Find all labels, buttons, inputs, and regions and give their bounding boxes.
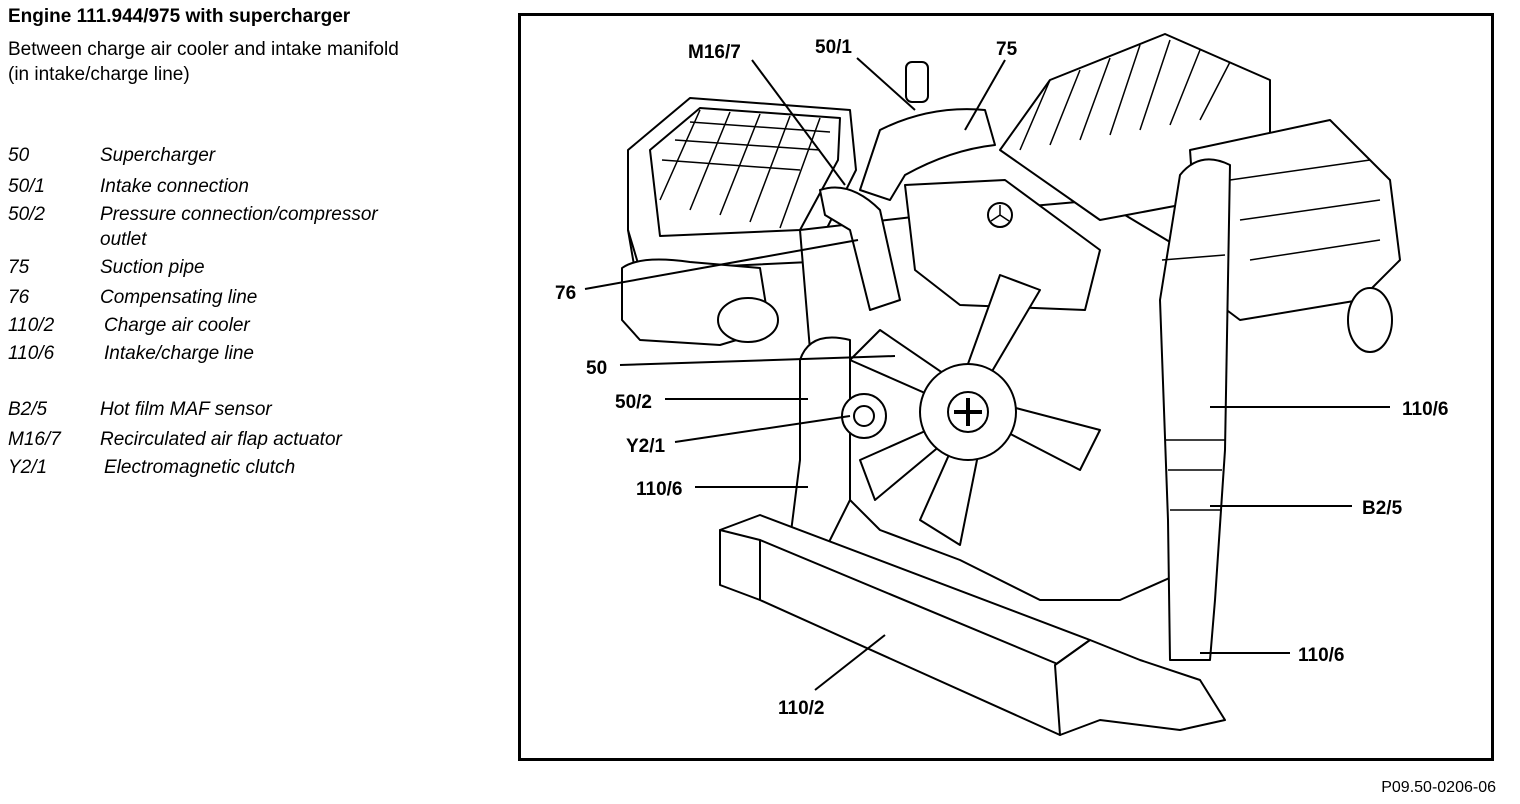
legend-desc: Compensating line (100, 287, 258, 308)
leader-50-1 (856, 57, 916, 111)
page-subtitle: Between charge air cooler and intake man… (8, 37, 498, 87)
leader-75 (964, 59, 1006, 131)
leader-50 (619, 355, 896, 366)
electromagnetic-clutch (841, 393, 887, 439)
right-pulley (1347, 287, 1393, 353)
legend-desc: Supercharger (100, 145, 216, 166)
legend-code: 50 (8, 145, 30, 166)
legend-code: B2/5 (8, 399, 48, 420)
legend-code: M16/7 (8, 429, 61, 450)
legend-desc: Charge air cooler (104, 315, 250, 336)
legend-desc: Suction pipe (100, 257, 205, 278)
figure-id: P09.50-0206-06 (1381, 779, 1496, 796)
engine-drawing: M16/7 50/1 75 76 50 50/2 Y2/1 110/6 110/… (555, 33, 1449, 736)
legend-desc: Recirculated air flap actuator (100, 429, 342, 450)
leader-y2-1 (674, 415, 851, 443)
callout-50-1: 50/1 (815, 37, 852, 58)
legend-desc: Intake connection (100, 176, 249, 197)
supercharger-housing (904, 179, 1101, 311)
leader-110-2 (814, 634, 886, 691)
engine-diagram-frame: M16/7 50/1 75 76 50 50/2 Y2/1 110/6 110/… (518, 13, 1494, 761)
legend-code: 75 (8, 257, 30, 278)
compensating-line (819, 186, 901, 311)
legend-code: 50/1 (8, 176, 45, 197)
leader-m16-7 (751, 59, 846, 186)
charge-air-cooler (719, 514, 1226, 736)
subtitle-line-1: Between charge air cooler and intake man… (8, 39, 399, 60)
legend-desc: Hot film MAF sensor (100, 399, 272, 420)
legend-desc: Intake/charge line (104, 343, 254, 364)
callout-b2-5: B2/5 (1362, 498, 1403, 519)
callout-m16-7: M16/7 (688, 42, 741, 63)
suction-pipe (859, 108, 996, 201)
callout-110-6-bottom: 110/6 (1298, 645, 1345, 666)
legend-code: Y2/1 (8, 457, 48, 478)
page-title: Engine 111.944/975 with supercharger (8, 6, 351, 27)
callout-110-6-left: 110/6 (636, 479, 683, 500)
callout-76: 76 (555, 283, 576, 304)
legend-desc-cont: outlet (100, 229, 147, 250)
callout-y2-1: Y2/1 (626, 436, 666, 457)
left-pulley (717, 297, 779, 343)
legend-code: 110/6 (8, 343, 55, 364)
callout-110-6-right: 110/6 (1402, 399, 1449, 420)
callout-50: 50 (586, 358, 607, 379)
engine-fan (849, 274, 1101, 546)
callout-110-2: 110/2 (778, 698, 825, 719)
intake-connection (905, 61, 929, 103)
right-charge-line (1159, 158, 1231, 661)
legend-code: 110/2 (8, 315, 55, 336)
subtitle-line-2: (in intake/charge line) (8, 64, 190, 85)
legend-desc: Pressure connection/compressor (100, 204, 378, 225)
left-charge-line (789, 336, 851, 561)
callout-50-2: 50/2 (615, 392, 652, 413)
callout-75: 75 (996, 39, 1018, 60)
legend-code: 50/2 (8, 204, 45, 225)
legend-code: 76 (8, 287, 30, 308)
legend-desc: Electromagnetic clutch (104, 457, 296, 478)
leader-76 (584, 239, 859, 290)
